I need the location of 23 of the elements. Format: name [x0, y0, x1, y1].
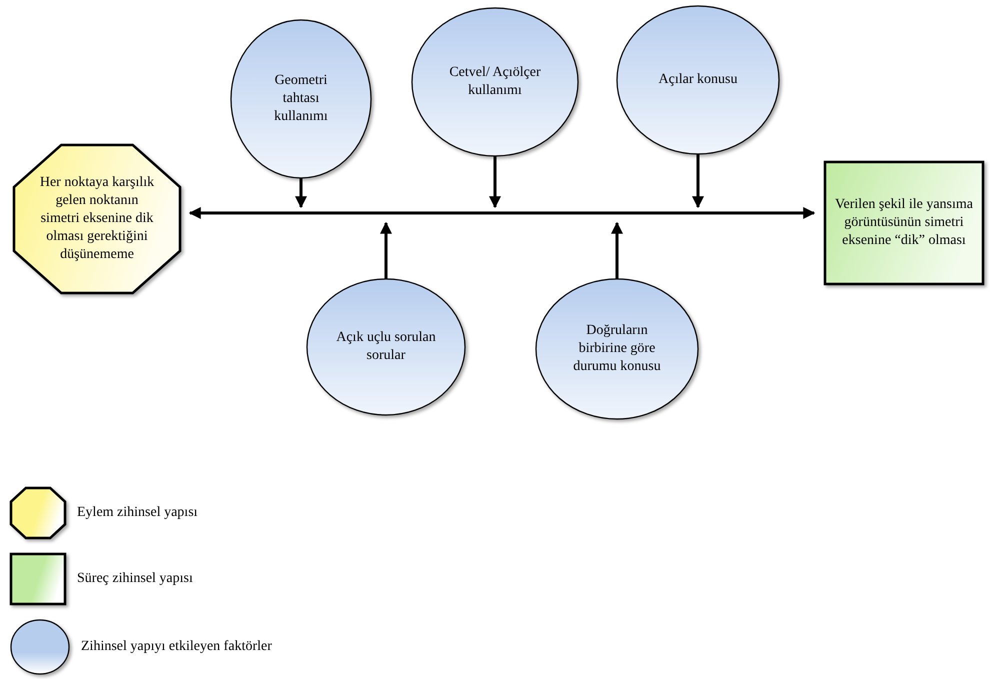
arrow	[188, 207, 816, 219]
process-box	[823, 160, 985, 286]
arrow	[295, 178, 307, 208]
action-octagon	[12, 143, 182, 295]
node-text: Geometri tahtası kullanımı	[273, 72, 329, 126]
node-text: Verilen şekil ile yansıma görüntüsünün simetri eksenine “dik” olması	[834, 196, 974, 250]
factor-ellipse	[410, 6, 580, 158]
arrow	[692, 154, 704, 208]
factor-ellipse	[615, 4, 781, 156]
arrow	[489, 156, 501, 208]
legend-text: Zihinsel yapıyı etkileyen faktörler	[81, 638, 272, 656]
factor-ellipse	[305, 277, 467, 417]
node-text: Açılar konusu	[658, 70, 738, 89]
node-text: Cetvel/ Açıölçer kullanımı	[448, 64, 542, 100]
node-text: Her noktaya karşılık gelen noktanın simetri eksenine dik olması gerektiğini düşünememe	[38, 174, 156, 264]
factor-ellipse	[229, 18, 373, 180]
legend-text: Süreç zihinsel yapısı	[77, 570, 193, 588]
legend-text: Eylem zihinsel yapısı	[77, 504, 198, 522]
node-text: Açık uçlu sorulan sorular	[335, 328, 437, 365]
node-text: Doğruların birbirine göre durumu konusu	[572, 322, 662, 376]
arrow	[380, 222, 392, 279]
factor-ellipse	[534, 277, 700, 421]
arrow	[611, 222, 623, 279]
